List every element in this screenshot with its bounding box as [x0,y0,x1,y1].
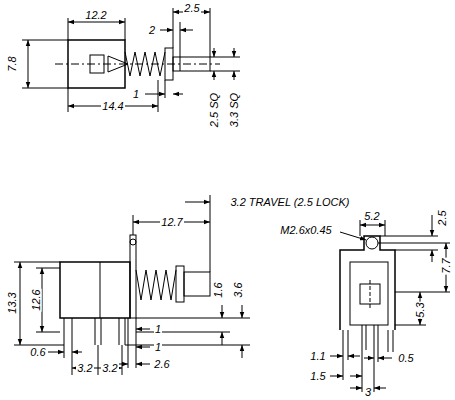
dimension-label: 3.2 [101,362,118,374]
dimension-label: 1.6 [212,281,224,298]
dimension-label: 13.3 [6,291,18,314]
dimension-label: 2 [148,24,156,36]
dimension-label: 12.2 [84,9,107,21]
dimension-label: 3.2 [76,362,93,374]
dimension-label: 1 [154,323,162,335]
dimension-label: 1 [132,88,140,100]
dimension-label: 12.7 [160,216,183,228]
side-view [14,195,250,375]
dimension-label: 2.5 [183,2,200,14]
dimension-label: 1 [154,341,162,353]
dimension-label: 12.6 [30,288,42,311]
dimension-label: M2.6x0.45 [279,224,332,236]
dimension-label: 5.2 [363,210,380,222]
dimension-label: 3.2 TRAVEL (2.5 LOCK) [229,196,350,208]
dimension-label: 14.4 [101,100,124,112]
dimension-label: 2.5 SQ [208,92,220,128]
dimension-label: 2.5 [436,209,448,226]
dimension-label: 1.1 [309,350,326,362]
dimension-label: 0.6 [29,346,46,358]
dimension-label: 3.3 SQ [228,92,240,128]
dimension-label: 1.5 [309,370,326,382]
dimension-label: 2.6 [153,358,170,370]
dimension-label: 0.5 [397,352,414,364]
dimension-label: 3 [364,386,372,398]
dimension-label: 7.7 [440,257,452,274]
dimension-label: 3.6 [232,281,244,298]
dimension-label: 5.3 [414,301,426,318]
front-view [330,215,450,392]
dimension-label: 7.8 [6,55,18,72]
